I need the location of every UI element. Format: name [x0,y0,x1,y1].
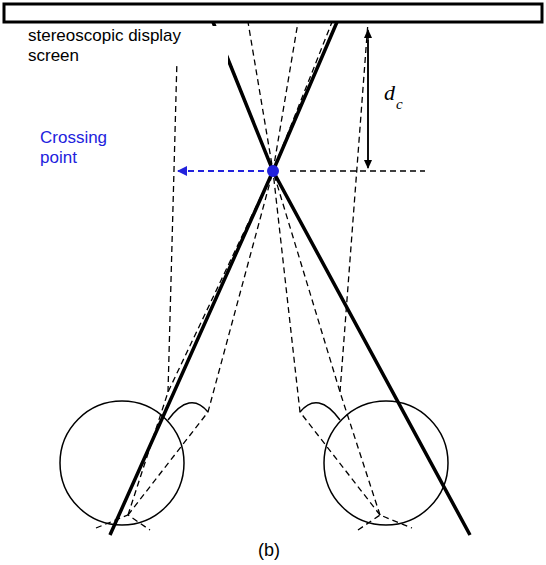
visual-axis [110,22,470,535]
display-screen [4,4,542,22]
eyes [60,401,448,525]
panel-label: (b) [258,540,298,561]
crossing-label: Crossing point [40,128,140,167]
crossing-dot [267,165,279,177]
dimension-subscript: c [396,96,412,113]
screen-label: stereoscopic display screen [28,26,228,65]
pointer-arrow [178,170,264,172]
dimension-arrow [367,40,369,168]
